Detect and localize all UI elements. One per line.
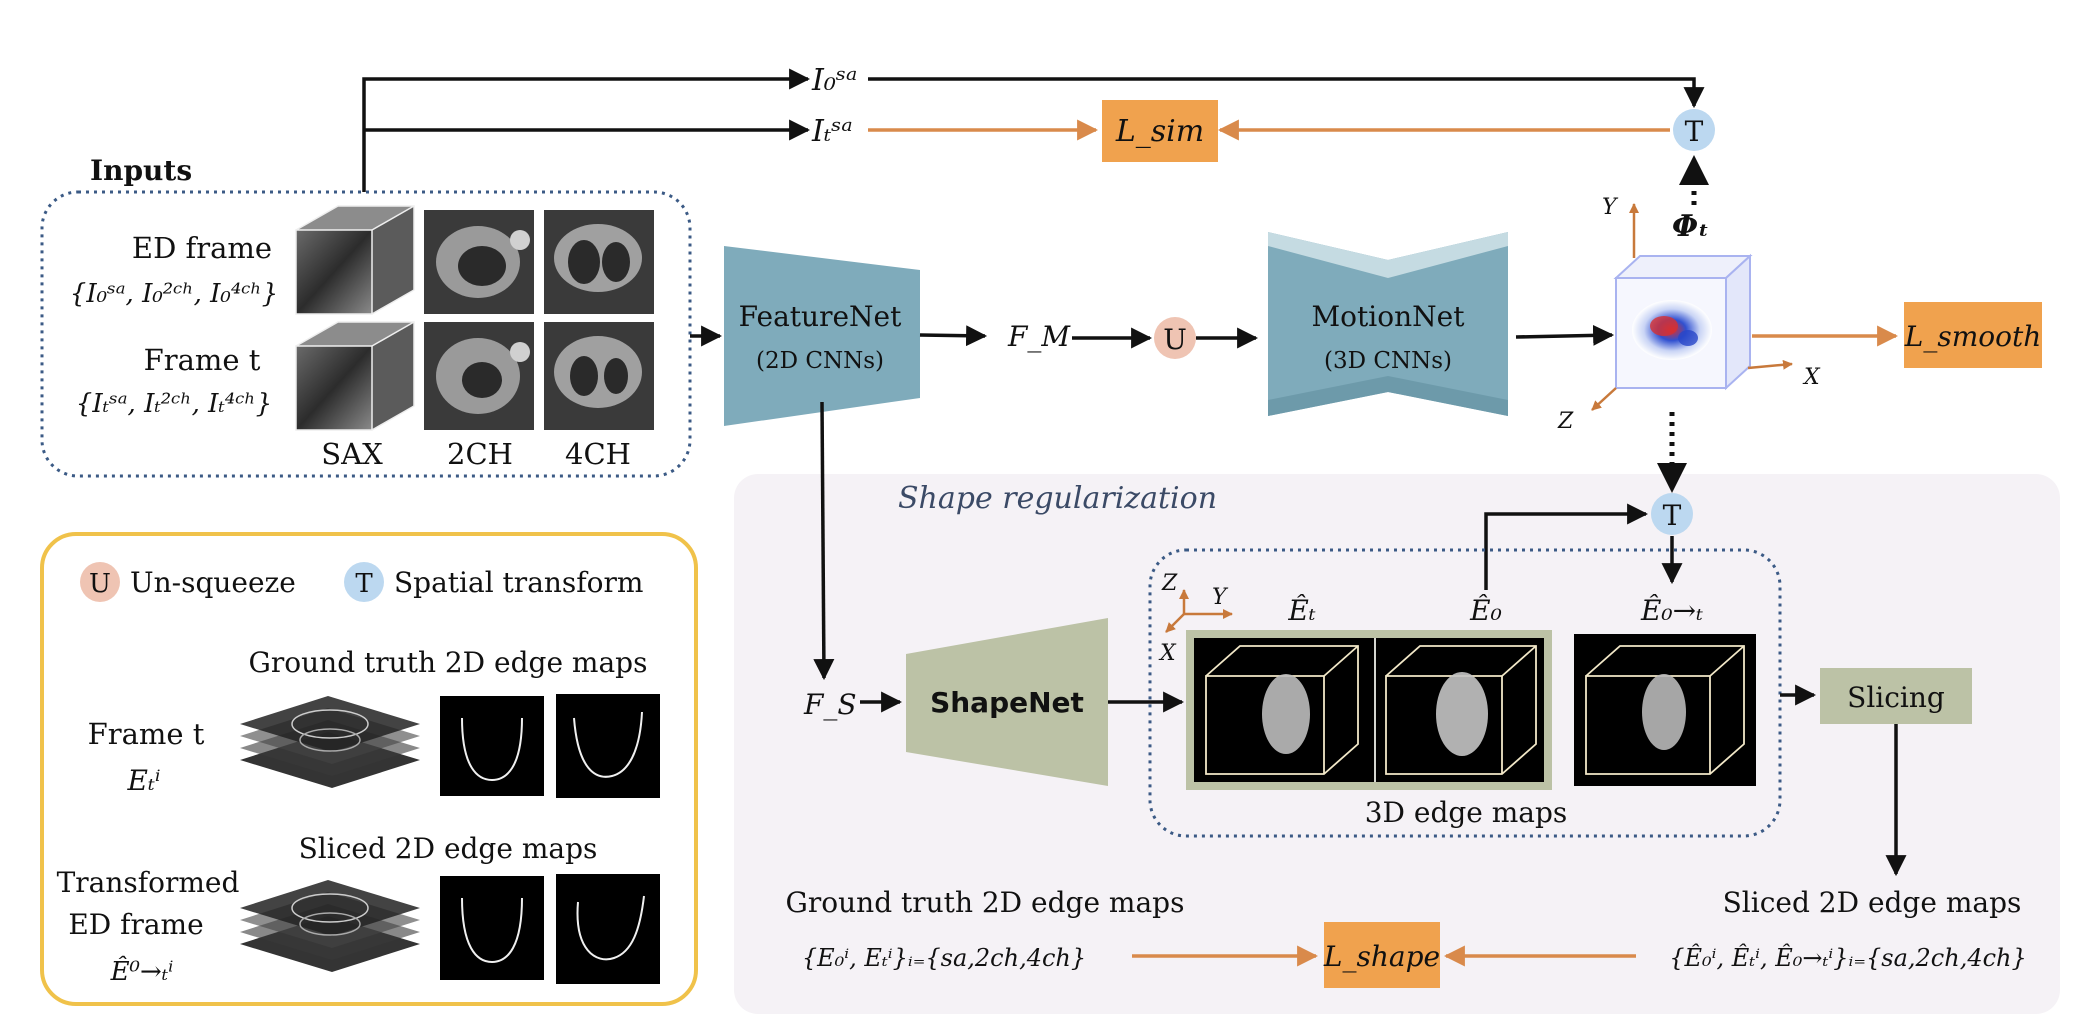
view-label-sax: SAX [321, 437, 383, 471]
arrow-featurenet-to-fs [813, 401, 835, 681]
legend-gt-title: Ground truth 2D edge maps [249, 646, 648, 679]
frame-t-label: Frame t [144, 343, 261, 377]
edge-axes [1165, 589, 1233, 633]
l-smooth-box [1904, 302, 2042, 368]
legend-e-t-i: Eₜⁱ [127, 764, 161, 797]
featurenet-name: FeatureNet [739, 300, 902, 333]
gt-maps-label: Ground truth 2D edge maps [786, 886, 1185, 919]
inputs-title: Inputs [90, 154, 192, 187]
legend-e-0t-i: Ê⁰→ₜⁱ [110, 955, 174, 987]
motionnet-name: MotionNet [1312, 300, 1466, 333]
view-label-2ch: 2CH [447, 437, 513, 471]
legend-sliced-title: Sliced 2D edge maps [299, 832, 598, 865]
ed-frame-label: ED frame [132, 231, 272, 265]
edge-maps-3d-label: 3D edge maps [1365, 796, 1568, 829]
unsqueeze-circle [1154, 317, 1196, 359]
field-axis-y: Y [1602, 195, 1619, 220]
frame-t-set: {Iₜˢᵃ, Iₜ²ᶜʰ, Iₜ⁴ᶜʰ} [76, 389, 272, 419]
legend-frame-t: Frame t [88, 717, 205, 751]
shape-regularization-title: Shape regularization [898, 481, 1217, 516]
l-shape-label: L_shape [1323, 940, 1440, 973]
transform-circle-lower-label: T [1663, 499, 1682, 532]
i0-sa-label: I₀ˢᵃ [811, 63, 857, 98]
arrow-motionnet-to-field [1515, 324, 1615, 346]
edge-axis-y: Y [1212, 585, 1229, 610]
mri-4ch-ed [544, 210, 654, 314]
featurenet-block [724, 246, 920, 426]
sliced-maps-label: Sliced 2D edge maps [1723, 886, 2022, 919]
field-axis-z: Z [1557, 409, 1574, 434]
legend-t-label: Spatial transform [394, 566, 643, 599]
f-s-label: F_S [803, 688, 857, 721]
transform-circle-top [1673, 109, 1715, 151]
legend-gt-edge-map-2 [556, 694, 660, 798]
legend-t-circle-letter: T [355, 569, 373, 599]
e-0-hat-label: Ê₀ [1469, 594, 1502, 627]
edge-cube-et [1205, 645, 1359, 775]
shapenet-name: ShapeNet [930, 686, 1084, 719]
legend-box [40, 532, 698, 1006]
edge-cube-e0t [1585, 645, 1745, 775]
legend-ed-frame: ED frame [68, 908, 203, 941]
l-shape-box [1324, 922, 1440, 988]
view-label-4ch: 4CH [565, 437, 631, 471]
it-sa-label: Iₜˢᵃ [811, 114, 853, 149]
ed-frame-set: {I₀ˢᵃ, I₀²ᶜʰ, I₀⁴ᶜʰ} [70, 279, 278, 309]
legend-u-circle-letter: U [89, 569, 111, 599]
arrow-e0-to-t [1484, 503, 1649, 590]
edge-axis-z: Z [1161, 571, 1178, 596]
motionnet-block [1268, 232, 1508, 416]
legend-u-label: Un-squeeze [130, 566, 296, 599]
legend-gt-slice-stack [240, 696, 420, 788]
field-axis-x: X [1802, 365, 1821, 390]
mri-2ch-t [424, 322, 534, 430]
e-0-t-hat-label: Ê₀→ₜ [1640, 594, 1703, 627]
featurenet-sub: (2D CNNs) [756, 348, 884, 374]
f-m-label: F_M [1007, 320, 1071, 353]
edge-cube-e0 [1385, 645, 1537, 775]
mri-2ch-ed [424, 210, 534, 314]
sliced-maps-set: {Ê₀ⁱ, Êₜⁱ, Ê₀→ₜⁱ}ᵢ₌{sa,2ch,4ch} [1669, 943, 2027, 972]
slicing-label: Slicing [1847, 681, 1945, 714]
e-t-hat-label: Êₜ [1287, 594, 1315, 627]
slicing-box [1820, 668, 1972, 724]
legend-gt-edge-map-1 [440, 696, 544, 796]
mri-4ch-t [544, 322, 654, 430]
gt-maps-set: {E₀ⁱ, Eₜⁱ}ᵢ₌{sa,2ch,4ch} [802, 944, 1086, 972]
edge-axis-x: X [1158, 641, 1177, 666]
phi-t-label: Φₜ [1672, 209, 1709, 244]
arrow-featurenet-to-fm [919, 325, 988, 347]
top-signal-lines [362, 68, 1705, 192]
unsqueeze-circle-label: U [1163, 323, 1187, 356]
inputs-box [40, 190, 692, 478]
l-sim-box [1102, 100, 1218, 162]
legend-sliced-slice-stack [240, 880, 420, 972]
shapenet-block [906, 618, 1108, 786]
field-axes [1591, 203, 1793, 411]
l-smooth-label: L_smooth [1904, 320, 2042, 353]
sax-cube-t [295, 321, 415, 431]
l-sim-label: L_sim [1115, 114, 1204, 149]
legend-u-circle [80, 562, 120, 602]
legend-t-circle [344, 562, 384, 602]
sax-cube-ed [295, 205, 415, 315]
edge-maps-3d-box [1148, 548, 1782, 838]
legend-sliced-edge-map-2 [556, 874, 660, 984]
motionnet-sub: (3D CNNs) [1324, 348, 1452, 374]
transform-circle-top-label: T [1685, 115, 1704, 148]
legend-transformed: Transformed [57, 866, 240, 899]
deformation-field-cube [1613, 253, 1753, 391]
transform-circle-lower [1651, 493, 1693, 535]
legend-sliced-edge-map-1 [440, 876, 544, 980]
